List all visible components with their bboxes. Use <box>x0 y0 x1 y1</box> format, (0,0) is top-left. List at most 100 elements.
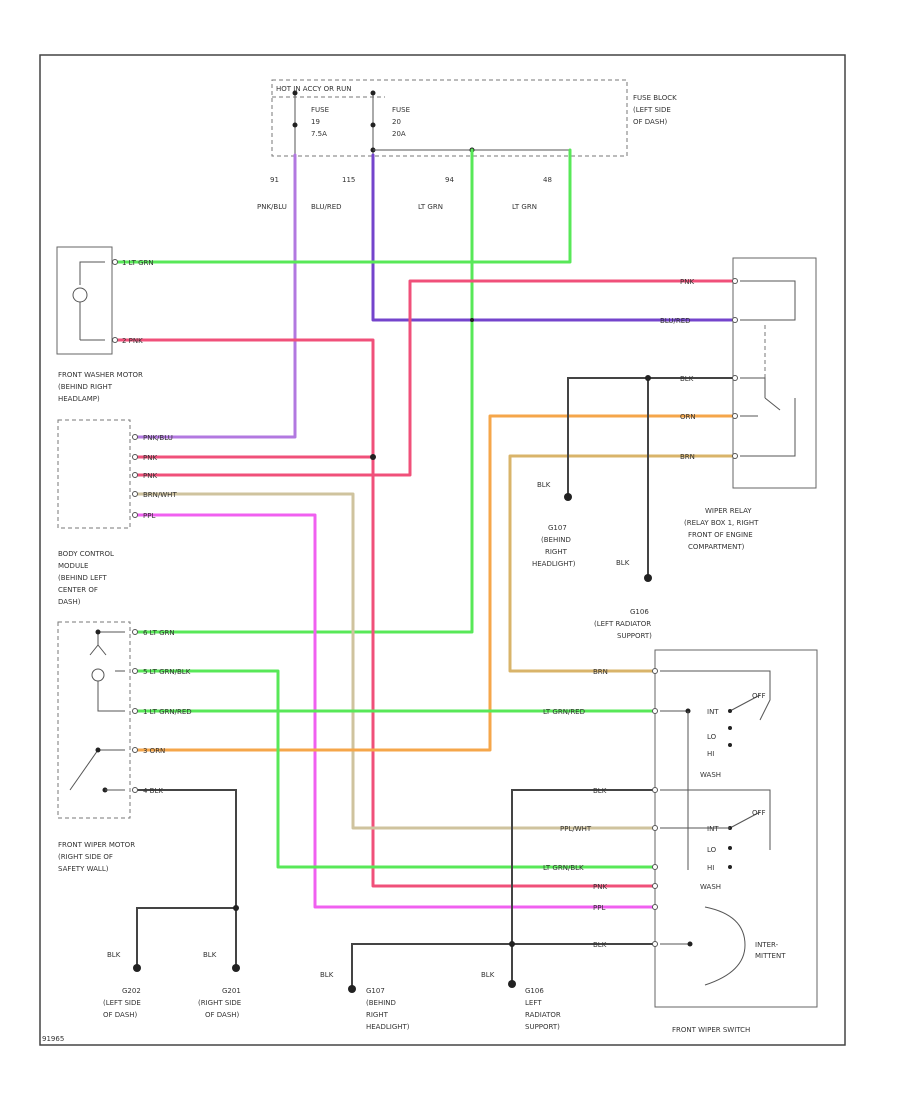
relay-label-3: FRONT OF ENGINE <box>688 531 753 539</box>
sw1-int: INT <box>707 708 719 716</box>
g202-blk: BLK <box>107 951 121 959</box>
wire-brn-wht <box>133 492 657 830</box>
intermittent-1: INTER- <box>755 941 779 949</box>
bcm-pin-3: PNK <box>143 472 157 480</box>
bcm-pin-1: PNK/BLU <box>143 434 173 442</box>
bcm-pin-4: BRN/WHT <box>143 491 177 499</box>
g106-top-blk: BLK <box>616 559 630 567</box>
sw2-int: INT <box>707 825 719 833</box>
wiper-motor-label-1: FRONT WIPER MOTOR <box>58 841 135 849</box>
sw1-lo: LO <box>707 733 717 741</box>
fuse-block-location-2: (LEFT SIDE <box>633 106 671 114</box>
relay-pin-brn: BRN <box>680 453 695 461</box>
g201-blk: BLK <box>203 951 217 959</box>
bcm-label-4: CENTER OF <box>58 586 98 594</box>
figure-id: 91965 <box>42 1035 64 1043</box>
fuse-b-line3: 20A <box>392 130 406 138</box>
fuse-block-header: HOT IN ACCY OR RUN <box>276 85 351 93</box>
circuit-num-3: 94 <box>445 176 454 184</box>
g107-bot-1: G107 <box>366 987 385 995</box>
g106-bot-4: SUPPORT) <box>525 1023 560 1031</box>
motor-pin-5: 4 BLK <box>143 787 163 795</box>
washer-motor-label-3: HEADLAMP) <box>58 395 100 403</box>
g106-bot-3: RADIATOR <box>525 1011 561 1019</box>
g106-top-1: G106 <box>630 608 649 616</box>
fuse-a-line3: 7.5A <box>311 130 327 138</box>
bcm-label-2: MODULE <box>58 562 88 570</box>
wiper-switch-label: FRONT WIPER SWITCH <box>672 1026 750 1034</box>
ground-wires <box>135 377 735 989</box>
fuse-a-line2: 19 <box>311 118 320 126</box>
motor-pin-4: 3 ORN <box>143 747 165 755</box>
wiper-relay: PNK BLU/RED BLK ORN BRN WIPER RELAY (REL… <box>660 257 817 551</box>
g107-top-4: HEADLIGHT) <box>532 560 576 568</box>
bcm-label-3: (BEHIND LEFT <box>58 574 107 582</box>
relay-pin-pnk: PNK <box>680 278 694 286</box>
top-wire-color-2: BLU/RED <box>311 203 342 211</box>
g107-bot-4: HEADLIGHT) <box>366 1023 410 1031</box>
sw-ltgrnred: LT GRN/RED <box>543 708 585 716</box>
g107-top-3: RIGHT <box>545 548 568 556</box>
g107-top-2: (BEHIND <box>541 536 571 544</box>
washer-pin-1: 1 LT GRN <box>122 259 154 267</box>
relay-pin-blured: BLU/RED <box>660 317 691 325</box>
sw-brn: BRN <box>593 668 608 676</box>
motor-pin-3: 1 LT GRN/RED <box>143 708 192 716</box>
relay-pin-blk: BLK <box>680 375 694 383</box>
g202-2: (LEFT SIDE <box>103 999 141 1007</box>
intermittent-2: MITTENT <box>755 952 786 960</box>
g202-3: OF DASH) <box>103 1011 138 1019</box>
sw-blk2: BLK <box>593 941 607 949</box>
wire-lt-grn-motor <box>133 148 474 634</box>
fuse-b-line2: 20 <box>392 118 401 126</box>
sw1-off: OFF <box>752 692 766 700</box>
fuse-block: HOT IN ACCY OR RUN FUSE 19 7.5A FUSE 20 … <box>271 79 677 157</box>
fuse-block-location-3: OF DASH) <box>633 118 668 126</box>
sw-blk1: BLK <box>593 787 607 795</box>
circuit-num-1: 91 <box>270 176 279 184</box>
wire-pnk-blu <box>133 153 297 439</box>
g201-3: OF DASH) <box>205 1011 240 1019</box>
wire-lt-grn-washer <box>113 148 572 264</box>
sw2-hi: HI <box>707 864 714 872</box>
motor-pin-1: 6 LT GRN <box>143 629 175 637</box>
sw1-hi: HI <box>707 750 714 758</box>
sw2-off: OFF <box>752 809 766 817</box>
sw2-lo: LO <box>707 846 717 854</box>
sw2-wash: WASH <box>700 883 721 891</box>
fuse-block-location-1: FUSE BLOCK <box>633 94 677 102</box>
wire-blu-red <box>371 153 737 322</box>
fuse-a-line1: FUSE <box>311 106 329 114</box>
g107-top-blk: BLK <box>537 481 551 489</box>
body-control-module: PNK/BLU PNK PNK BRN/WHT PPL BODY CONTROL… <box>57 419 177 606</box>
washer-motor-label-1: FRONT WASHER MOTOR <box>58 371 143 379</box>
wiper-motor-label-3: SAFETY WALL) <box>58 865 109 873</box>
g201-1: G201 <box>222 987 241 995</box>
bcm-label-1: BODY CONTROL <box>58 550 114 558</box>
wire-orn <box>133 414 737 752</box>
g106-top-3: SUPPORT) <box>617 632 652 640</box>
washer-pin-2: 2 PNK <box>122 337 143 345</box>
sw1-wash: WASH <box>700 771 721 779</box>
wire-pnk-washer <box>113 338 657 888</box>
diagram-frame <box>39 54 846 1046</box>
circuit-num-2: 115 <box>342 176 355 184</box>
g107-bot-blk: BLK <box>320 971 334 979</box>
relay-label-4: COMPARTMENT) <box>688 543 745 551</box>
front-wiper-switch: INT OFF LO HI WASH INT OFF LO HI WASH IN… <box>652 649 818 1034</box>
g106-bot-2: LEFT <box>525 999 542 1007</box>
sw-ppl: PPL <box>593 904 605 912</box>
wire-pnk-relay <box>133 279 737 477</box>
sw-pplwht: PPL/WHT <box>560 825 592 833</box>
top-wire-color-4: LT GRN <box>512 203 537 211</box>
fuse-b-line1: FUSE <box>392 106 410 114</box>
circuit-num-4: 48 <box>543 176 552 184</box>
g202-1: G202 <box>122 987 141 995</box>
top-wire-color-3: LT GRN <box>418 203 443 211</box>
sw-ltgrnblk: LT GRN/BLK <box>543 864 584 872</box>
bcm-pin-5: PPL <box>143 512 155 520</box>
g107-bot-2: (BEHIND <box>366 999 396 1007</box>
wire-brn <box>508 454 737 673</box>
g106-top-2: (LEFT RADIATOR <box>594 620 651 628</box>
